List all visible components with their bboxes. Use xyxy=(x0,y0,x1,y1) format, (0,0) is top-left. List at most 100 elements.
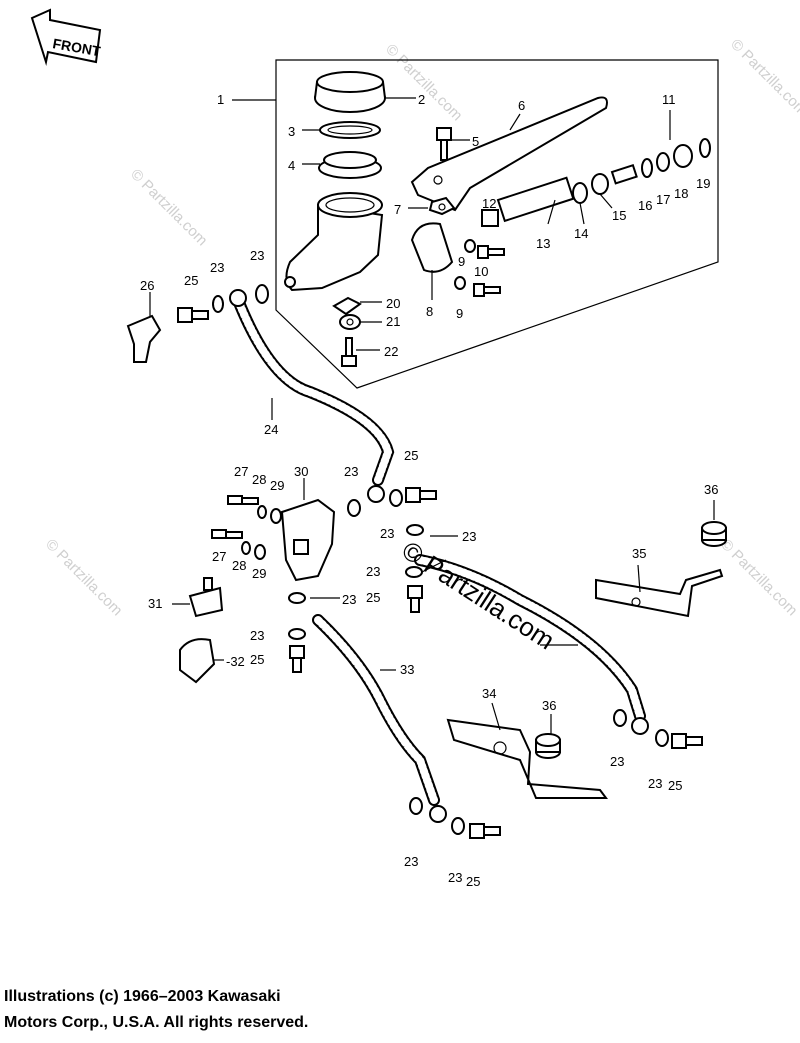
callout-23j: 23 xyxy=(648,776,662,791)
callout-30: 30 xyxy=(294,464,308,479)
grommet xyxy=(701,521,727,547)
washer xyxy=(254,544,266,560)
clamp-bolt xyxy=(473,283,501,297)
hose-bracket-right xyxy=(595,568,724,618)
banjo-bolt xyxy=(289,645,305,659)
adjusting-screw xyxy=(341,337,357,367)
callout-19: 19 xyxy=(696,176,710,191)
washer xyxy=(288,592,306,604)
washer xyxy=(241,541,251,555)
callout-23h: 23 xyxy=(250,628,264,643)
washer xyxy=(613,709,627,727)
callout-1: 1 xyxy=(217,92,224,107)
callout-23d: 23 xyxy=(380,526,394,541)
callout-31: 31 xyxy=(148,596,162,611)
washer xyxy=(389,489,403,507)
callout-13: 13 xyxy=(536,236,550,251)
banjo-bolt xyxy=(405,487,421,503)
callout-25f: 25 xyxy=(466,874,480,889)
callout-15: 15 xyxy=(612,208,626,223)
svg-text:© Partzilla.com: © Partzilla.com xyxy=(127,166,210,249)
piston-kit xyxy=(481,138,711,227)
callout-8: 8 xyxy=(426,304,433,319)
banjo-bolt xyxy=(483,826,501,836)
lever-nut xyxy=(428,196,456,216)
bolt xyxy=(241,497,259,505)
svg-text:© Partzilla.com: © Partzilla.com xyxy=(382,41,465,124)
callout-23e: 23 xyxy=(462,529,476,544)
banjo-cover xyxy=(126,314,162,363)
switch-boot xyxy=(179,638,216,684)
washer xyxy=(270,508,282,524)
callout-25c: 25 xyxy=(366,590,380,605)
callout-29a: 29 xyxy=(270,478,284,493)
callout-11: 11 xyxy=(662,92,676,107)
washer xyxy=(464,239,476,253)
callout-23b: 23 xyxy=(210,260,224,275)
boot xyxy=(332,296,362,316)
callout-27a: 27 xyxy=(234,464,248,479)
callout-9a: 9 xyxy=(458,254,465,269)
callouts: 1 2 3 4 5 6 7 8 9 9 10 11 12 13 14 15 16… xyxy=(140,92,718,889)
lower-brake-hose xyxy=(312,614,447,823)
callout-35: 35 xyxy=(632,546,646,561)
callout-18: 18 xyxy=(674,186,688,201)
washer xyxy=(257,505,267,519)
parts-diagram: © Partzilla.com © Partzilla.com © Partzi… xyxy=(30,8,800,889)
callout-24: 24 xyxy=(264,422,278,437)
bolt xyxy=(225,531,243,539)
callout-4: 4 xyxy=(288,158,295,173)
svg-text:© Partzilla.com: © Partzilla.com xyxy=(42,536,125,619)
callout-9b: 9 xyxy=(456,306,463,321)
lever-pivot-bolt xyxy=(436,127,452,161)
washer xyxy=(347,499,361,517)
lock-nut xyxy=(339,314,361,330)
callout-27b: 27 xyxy=(212,549,226,564)
washer xyxy=(255,284,269,304)
callout-25d: 25 xyxy=(250,652,264,667)
banjo-bolt xyxy=(410,597,420,613)
assembly-frame xyxy=(275,59,719,389)
front-arrow-icon: FRONT xyxy=(30,8,102,66)
callout-7: 7 xyxy=(394,202,401,217)
callout-36b: 36 xyxy=(542,698,556,713)
washer xyxy=(406,524,424,536)
callout-36a: 36 xyxy=(704,482,718,497)
callout-23a: 23 xyxy=(250,248,264,263)
callout-20: 20 xyxy=(386,296,400,311)
callout-29b: 29 xyxy=(252,566,266,581)
banjo-bolt xyxy=(671,733,687,749)
banjo-bolt xyxy=(469,823,485,839)
reservoir-cap xyxy=(314,71,386,113)
washer xyxy=(409,797,423,815)
washer xyxy=(655,729,669,747)
callout-23c: 23 xyxy=(344,464,358,479)
svg-text:© Partzilla.com: © Partzilla.com xyxy=(717,536,800,619)
callout-22: 22 xyxy=(384,344,398,359)
banjo-bolt xyxy=(407,585,423,599)
callout-5: 5 xyxy=(472,134,479,149)
washer xyxy=(454,276,466,290)
grommet xyxy=(535,733,561,759)
callout-14: 14 xyxy=(574,226,588,241)
copyright-line-1: Illustrations (c) 1966–2003 Kawasaki xyxy=(4,988,281,1005)
callout-28b: 28 xyxy=(232,558,246,573)
callout-21: 21 xyxy=(386,314,400,329)
svg-text:© Partzilla.com: © Partzilla.com xyxy=(727,36,800,119)
master-cylinder-body xyxy=(284,192,384,292)
callout-23g: 23 xyxy=(342,592,356,607)
washer xyxy=(212,295,224,313)
callout-25a: 25 xyxy=(184,273,198,288)
banjo-bolt xyxy=(292,657,302,673)
handlebar-clamp xyxy=(410,222,454,273)
leader-lines xyxy=(149,97,715,734)
brake-hose-joint xyxy=(280,498,336,582)
clamp-bolt xyxy=(477,245,505,259)
callout-32: -32 xyxy=(226,654,245,669)
callout-16: 16 xyxy=(638,198,652,213)
callout-23k: 23 xyxy=(404,854,418,869)
copyright-line-2: Motors Corp., U.S.A. All rights reserved… xyxy=(4,1014,309,1031)
banjo-bolt xyxy=(685,736,703,746)
callout-34: 34 xyxy=(482,686,496,701)
callout-25e: 25 xyxy=(668,778,682,793)
